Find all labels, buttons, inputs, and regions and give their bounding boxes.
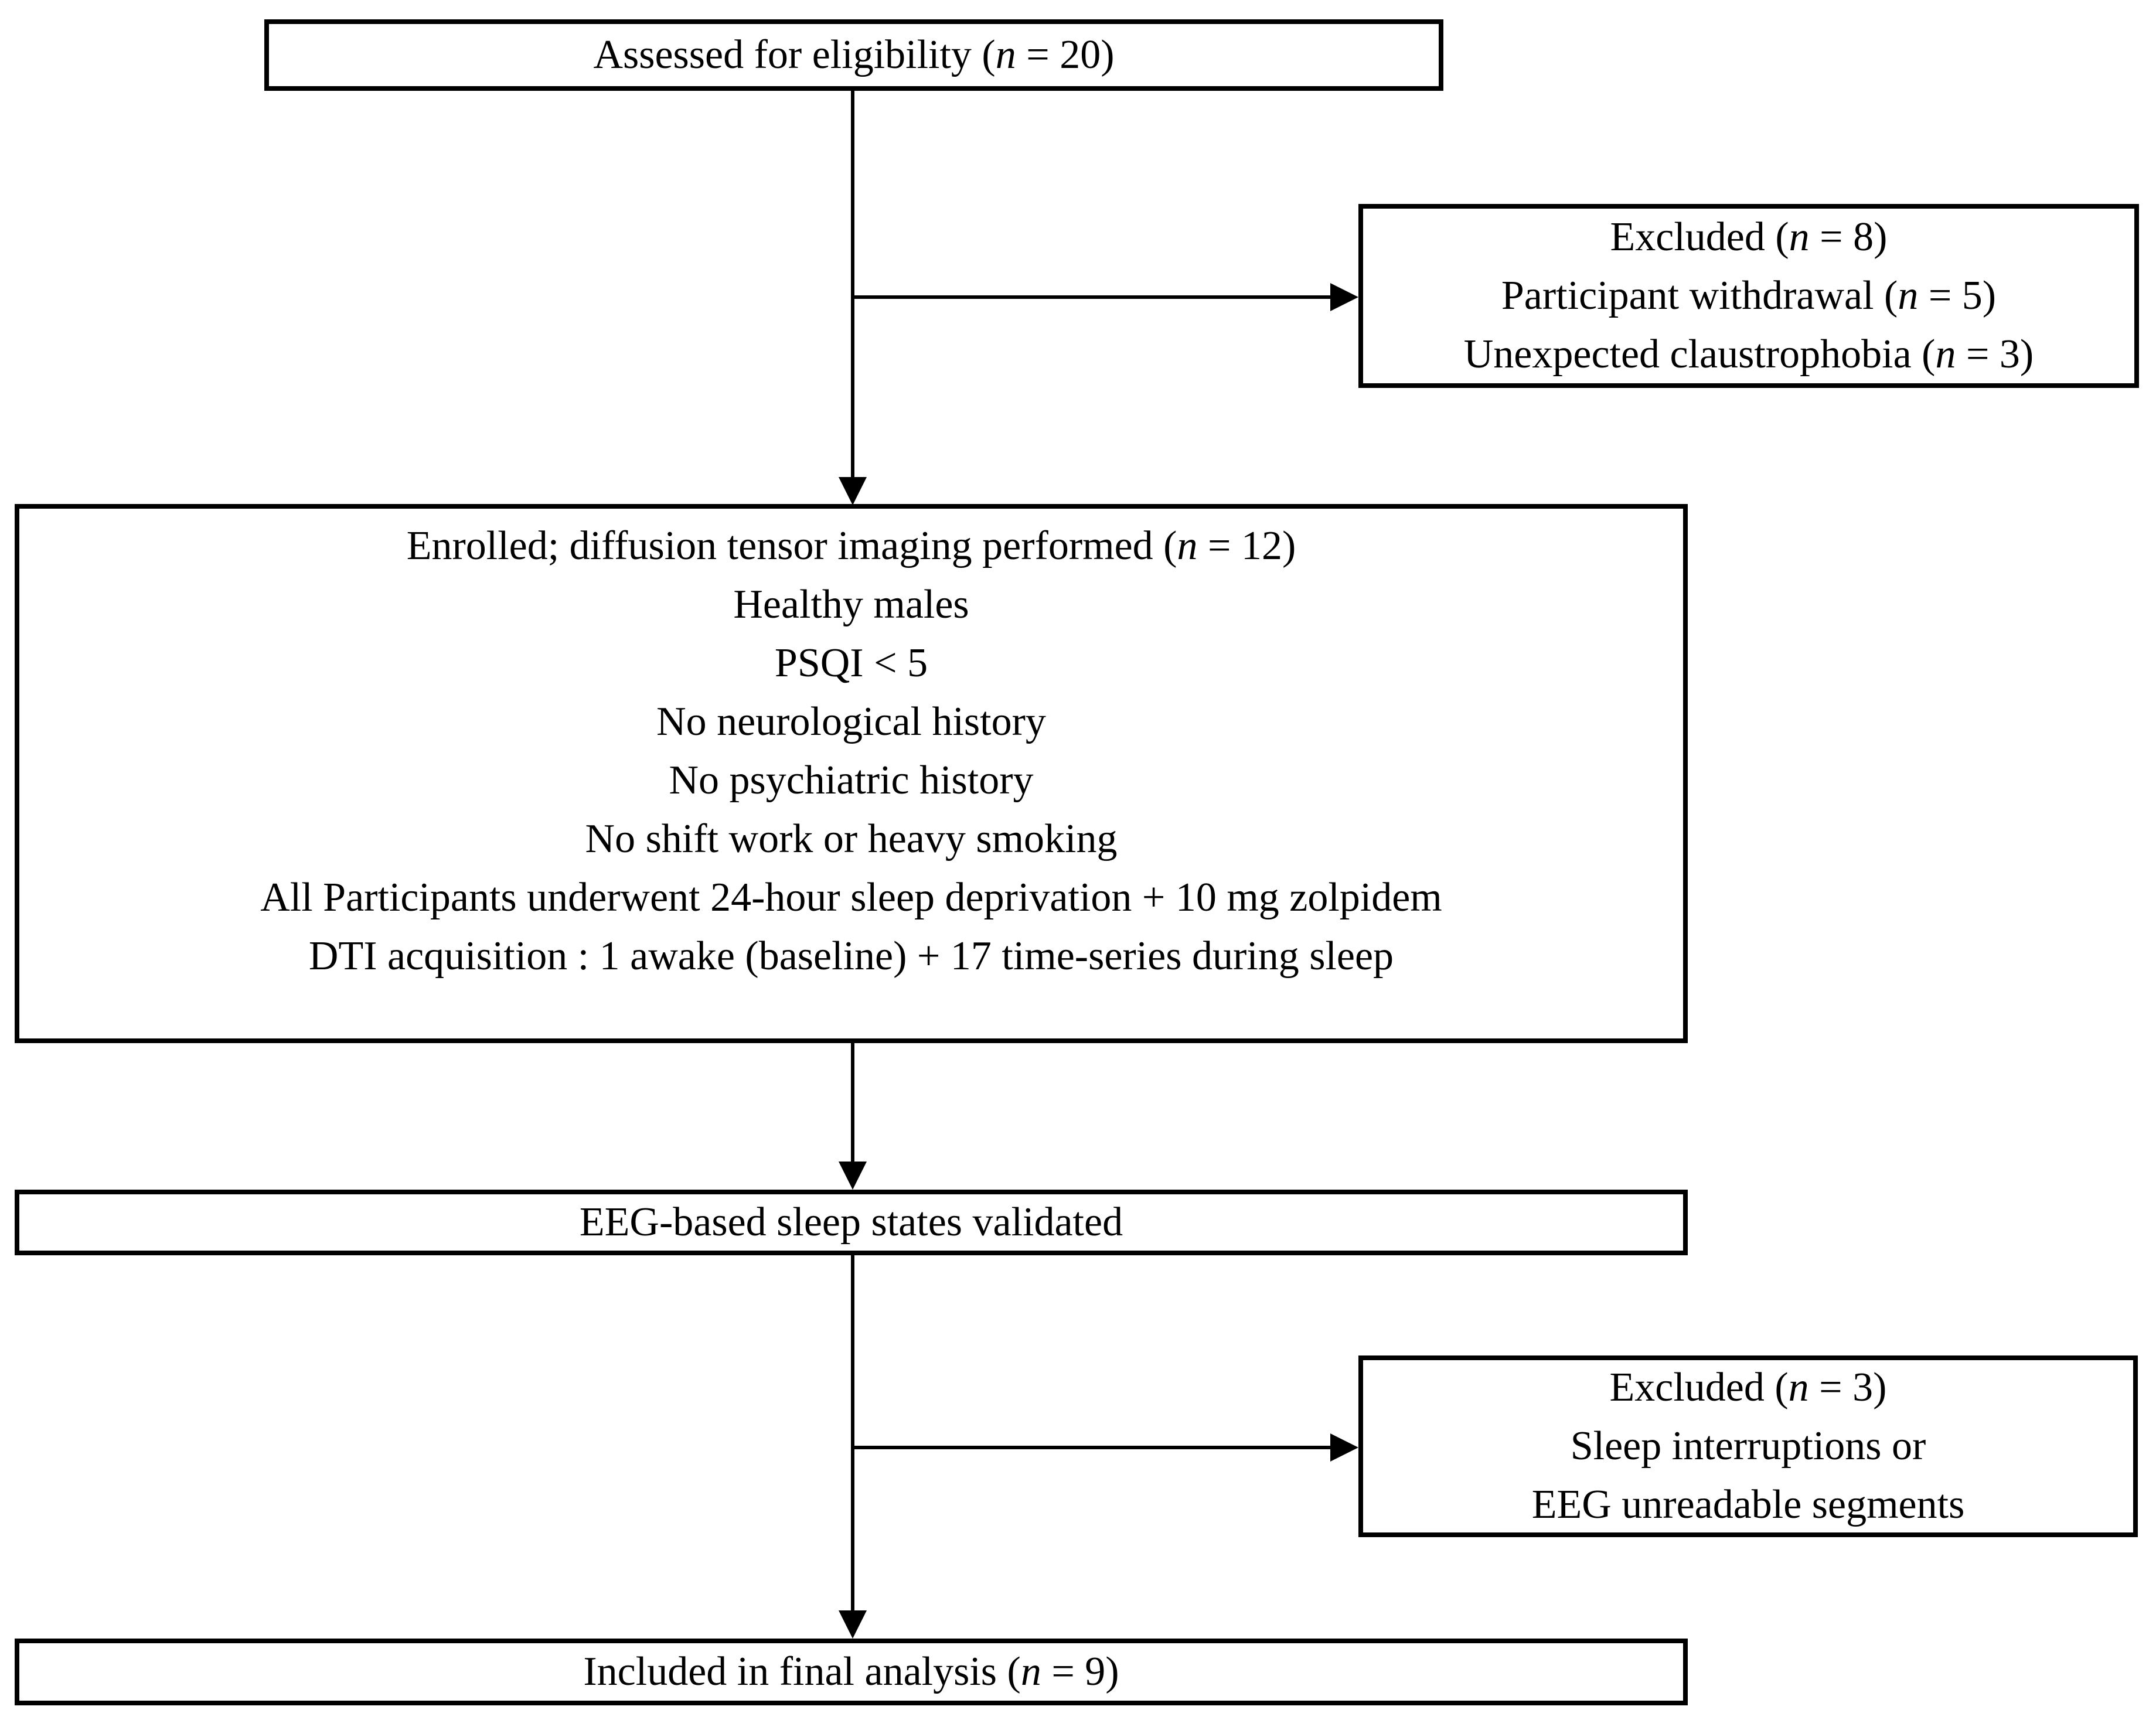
- enrolled-line: No psychiatric history: [669, 758, 1034, 803]
- connector-eeg-to-final: [851, 1255, 854, 1617]
- connector-enrolled-to-eeg: [851, 1043, 854, 1166]
- excluded-eeg-line: Excluded (n = 3): [1609, 1365, 1887, 1410]
- box-eeg-validated: EEG-based sleep states validated: [15, 1190, 1688, 1255]
- box-excluded-initial: Excluded (n = 8) Participant withdrawal …: [1358, 204, 2139, 388]
- arrowhead-into-final-icon: [839, 1610, 867, 1639]
- excluded-initial-line: Unexpected claustrophobia (n = 3): [1463, 332, 2034, 377]
- branch-to-excluded-eeg: [851, 1446, 1331, 1449]
- assessed-eligibility-text: Assessed for eligibility (n = 20): [593, 32, 1115, 77]
- excluded-eeg-line: EEG unreadable segments: [1531, 1482, 1965, 1527]
- box-assessed-eligibility: Assessed for eligibility (n = 20): [264, 19, 1443, 91]
- enrolled-line: Enrolled; diffusion tensor imaging perfo…: [406, 523, 1296, 568]
- enrolled-line: No neurological history: [656, 699, 1046, 744]
- enrolled-line: PSQI < 5: [774, 641, 928, 686]
- box-final-analysis: Included in final analysis (n = 9): [15, 1639, 1688, 1705]
- eeg-validated-text: EEG-based sleep states validated: [579, 1200, 1123, 1245]
- connector-assessed-to-enrolled: [851, 91, 854, 486]
- enrolled-line: All Participants underwent 24-hour sleep…: [260, 875, 1442, 920]
- box-enrolled-criteria: Enrolled; diffusion tensor imaging perfo…: [15, 504, 1688, 1043]
- enrolled-line: Healthy males: [733, 582, 969, 627]
- branch-to-excluded-initial: [851, 295, 1331, 299]
- arrowhead-into-eeg-icon: [839, 1162, 867, 1190]
- box-excluded-eeg: Excluded (n = 3) Sleep interruptions or …: [1358, 1355, 2138, 1537]
- arrowhead-into-excluded-initial-icon: [1330, 283, 1358, 311]
- enrolled-line: No shift work or heavy smoking: [585, 816, 1118, 861]
- arrowhead-into-excluded-eeg-icon: [1330, 1433, 1358, 1462]
- final-analysis-text: Included in final analysis (n = 9): [583, 1649, 1119, 1694]
- excluded-initial-line: Participant withdrawal (n = 5): [1501, 273, 1997, 318]
- enrolled-line: DTI acquisition : 1 awake (baseline) + 1…: [308, 934, 1394, 979]
- excluded-initial-line: Excluded (n = 8): [1610, 214, 1888, 260]
- arrowhead-into-enrolled-icon: [839, 477, 867, 505]
- excluded-eeg-line: Sleep interruptions or: [1570, 1423, 1926, 1469]
